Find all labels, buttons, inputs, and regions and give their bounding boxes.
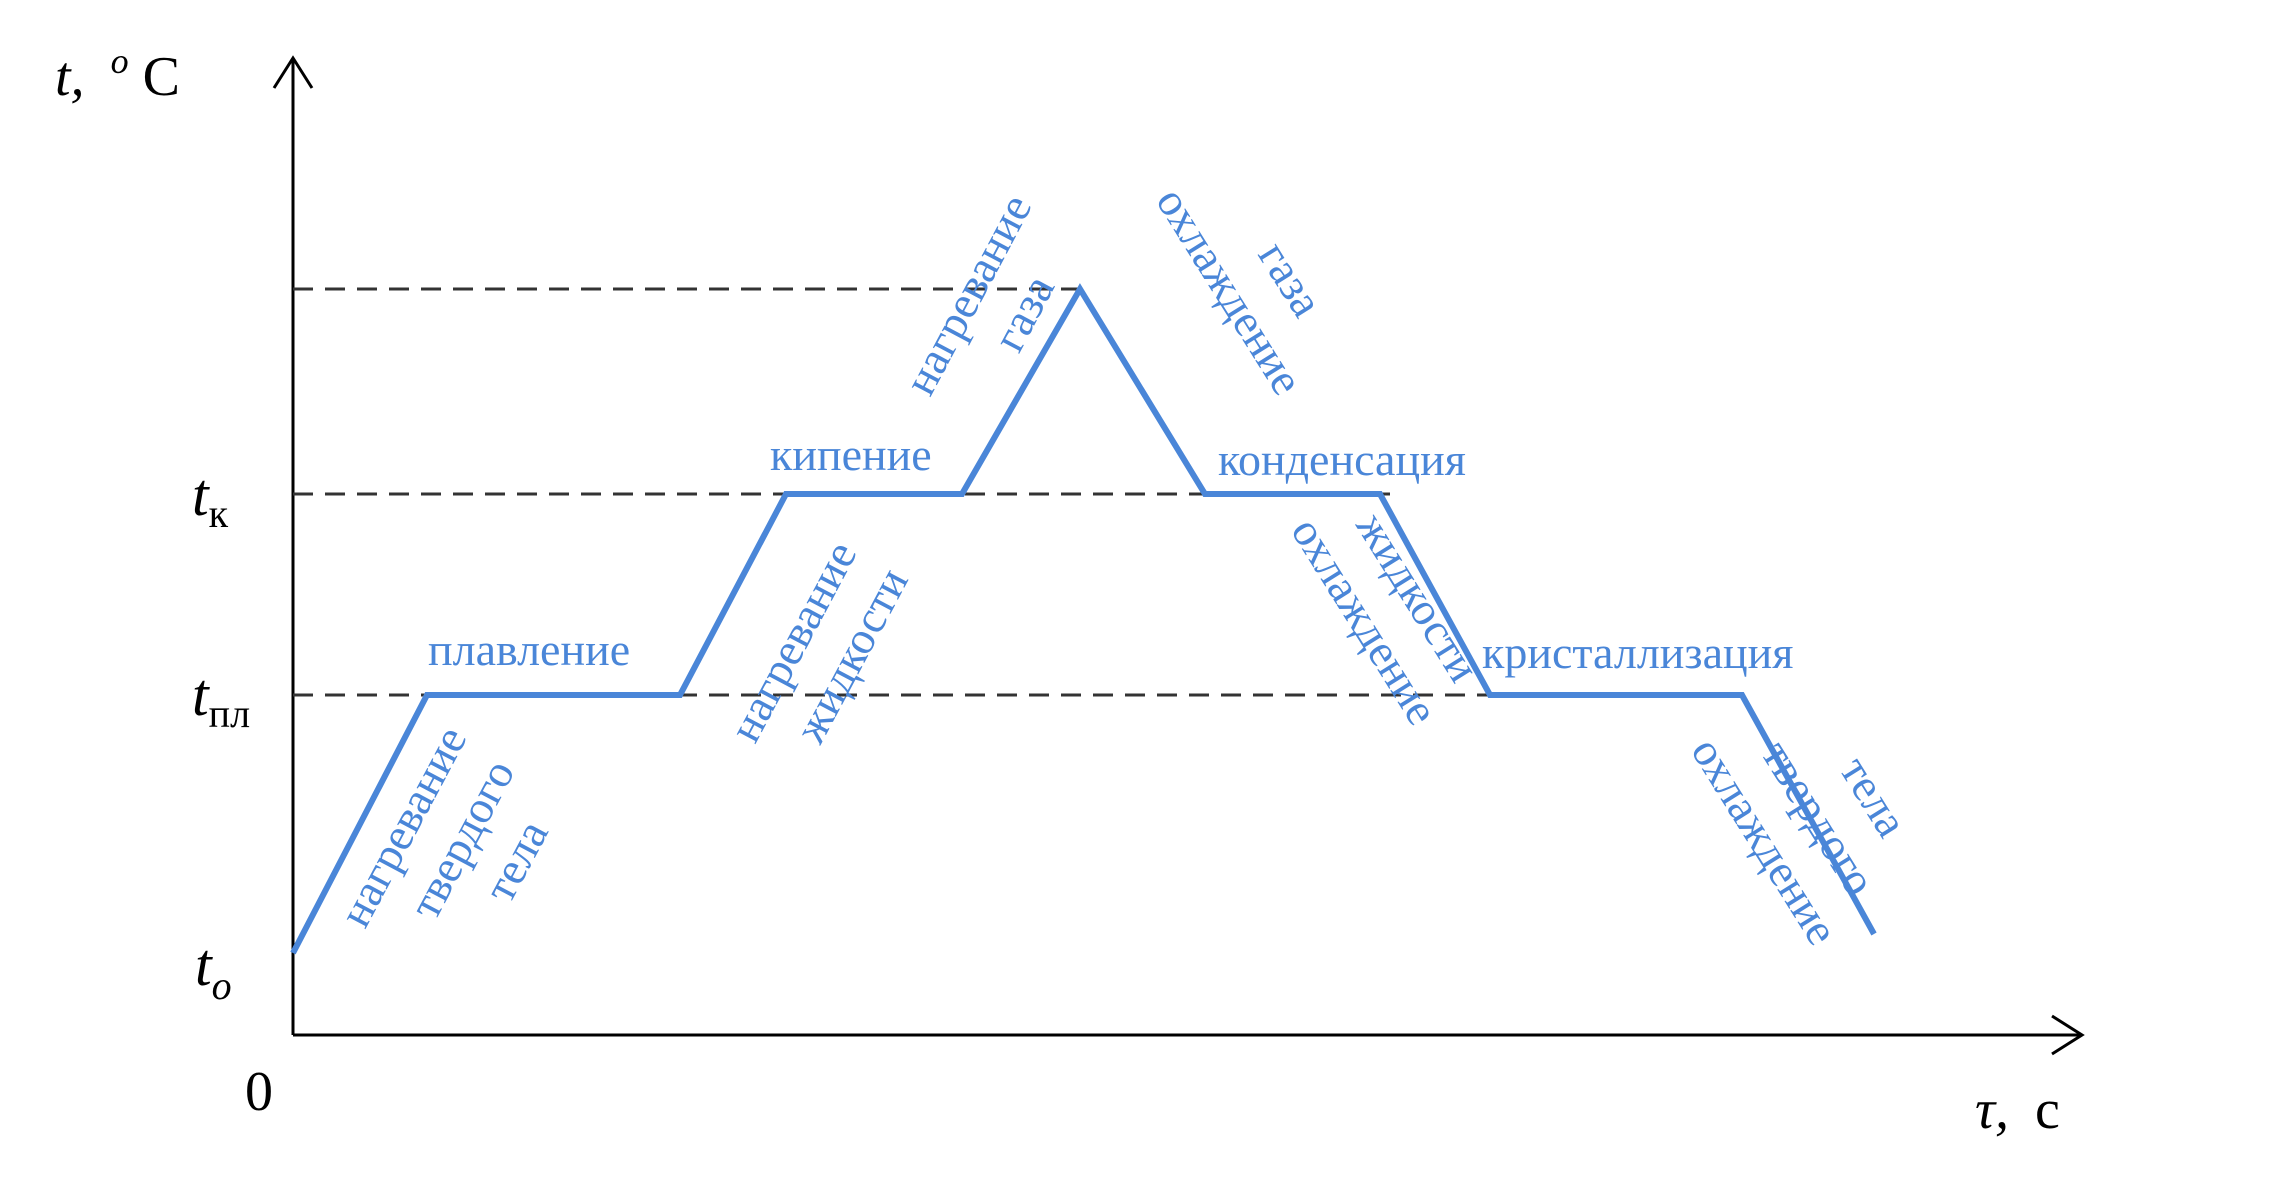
label-cool-liquid: охлаждение жидкости [1282, 502, 1491, 733]
label-cool-gas: охлаждение газа [1147, 178, 1334, 403]
level-label-tpl: tпл [192, 662, 250, 736]
x-axis-arrow [2051, 1014, 2085, 1056]
y-axis-label: t, o C [55, 24, 180, 108]
level-label-t0: to [195, 932, 232, 1008]
label-condensation: конденсация [1218, 434, 1466, 485]
label-heat-solid: нагревание твердого тела [329, 718, 558, 935]
label-melting: плавление [428, 624, 630, 675]
level-label-tk: tк [192, 462, 229, 536]
y-axis-arrow [272, 55, 314, 89]
label-cool-solid: охлаждение твердого тела [1682, 728, 1918, 953]
x-axis-label: τ, с [1975, 1079, 2060, 1141]
label-heat-gas: нагревание газа [894, 186, 1064, 403]
temperature-curve [290, 283, 1877, 955]
label-boiling: кипение [770, 429, 932, 480]
origin-label: 0 [245, 1061, 273, 1123]
label-crystallization: кристаллизация [1482, 627, 1793, 678]
